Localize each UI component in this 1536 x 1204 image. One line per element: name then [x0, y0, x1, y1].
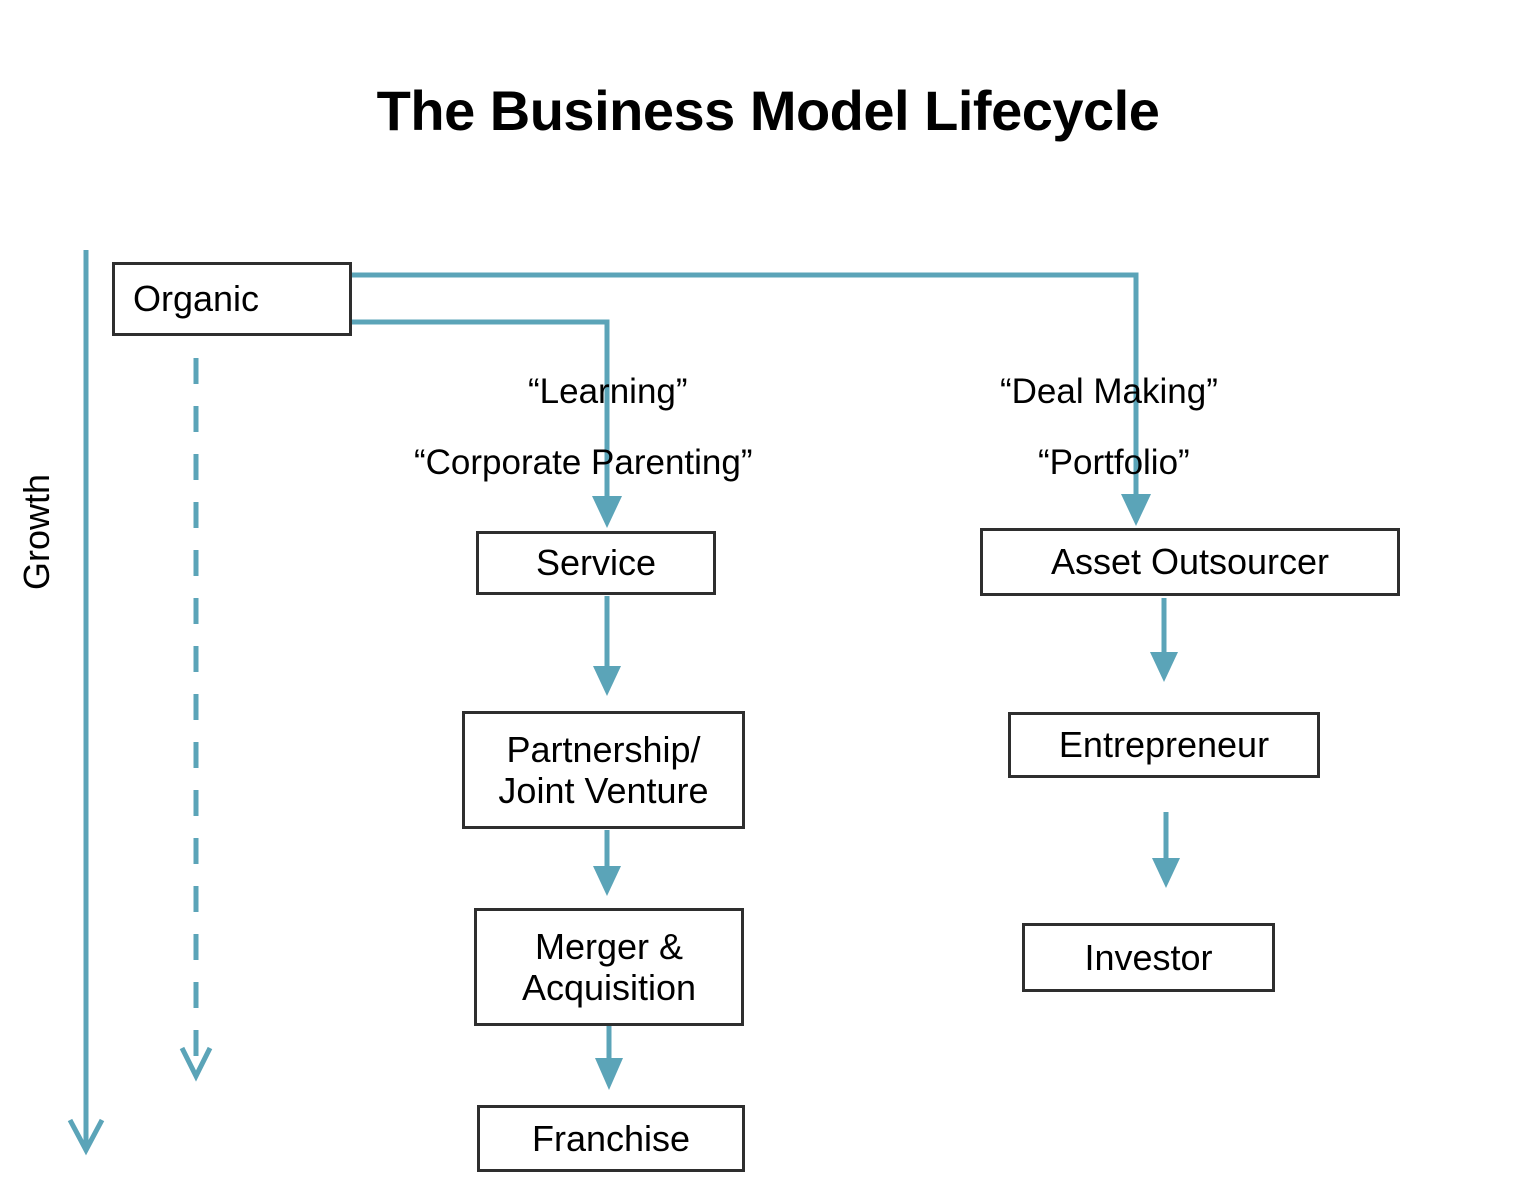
- node-franchise[interactable]: Franchise: [477, 1105, 745, 1172]
- connector-organic-to-service: [350, 319, 622, 528]
- connector-service-to-partnership: [593, 596, 621, 696]
- organic-dashed-guideline: [179, 358, 213, 1082]
- node-asset-outsourcer-label: Asset Outsourcer: [1050, 541, 1330, 583]
- node-investor-label: Investor: [1084, 936, 1213, 978]
- node-entrepreneur[interactable]: Entrepreneur: [1008, 712, 1320, 778]
- node-asset-outsourcer[interactable]: Asset Outsourcer: [980, 528, 1400, 596]
- node-partnership-joint-venture-label: Partnership/ Joint Venture: [498, 728, 709, 811]
- connector-asset-outsourcer-to-entrepreneur: [1150, 598, 1178, 682]
- growth-axis-arrow: [67, 250, 105, 1156]
- node-organic[interactable]: Organic: [112, 262, 352, 336]
- node-franchise-label: Franchise: [531, 1117, 691, 1159]
- page-title: The Business Model Lifecycle: [376, 79, 1160, 142]
- connector-entrepreneur-to-investor: [1152, 812, 1180, 888]
- growth-axis-label: Growth: [16, 473, 57, 590]
- node-merger-acquisition-label: Merger & Acquisition: [521, 925, 697, 1008]
- annotation-portfolio: “Portfolio”: [1038, 443, 1190, 482]
- node-service-label: Service: [535, 542, 657, 584]
- node-partnership-joint-venture[interactable]: Partnership/ Joint Venture: [462, 711, 745, 829]
- annotation-corporate-parenting: “Corporate Parenting”: [414, 443, 753, 482]
- node-investor[interactable]: Investor: [1022, 923, 1275, 992]
- node-organic-label: Organic: [133, 278, 260, 320]
- connector-partnership-to-merger: [593, 830, 621, 896]
- annotation-learning: “Learning”: [528, 372, 688, 411]
- node-entrepreneur-label: Entrepreneur: [1058, 724, 1270, 766]
- connector-merger-to-franchise: [595, 1026, 623, 1090]
- node-service[interactable]: Service: [476, 531, 716, 595]
- annotation-deal-making: “Deal Making”: [1000, 372, 1218, 411]
- node-merger-acquisition[interactable]: Merger & Acquisition: [474, 908, 744, 1026]
